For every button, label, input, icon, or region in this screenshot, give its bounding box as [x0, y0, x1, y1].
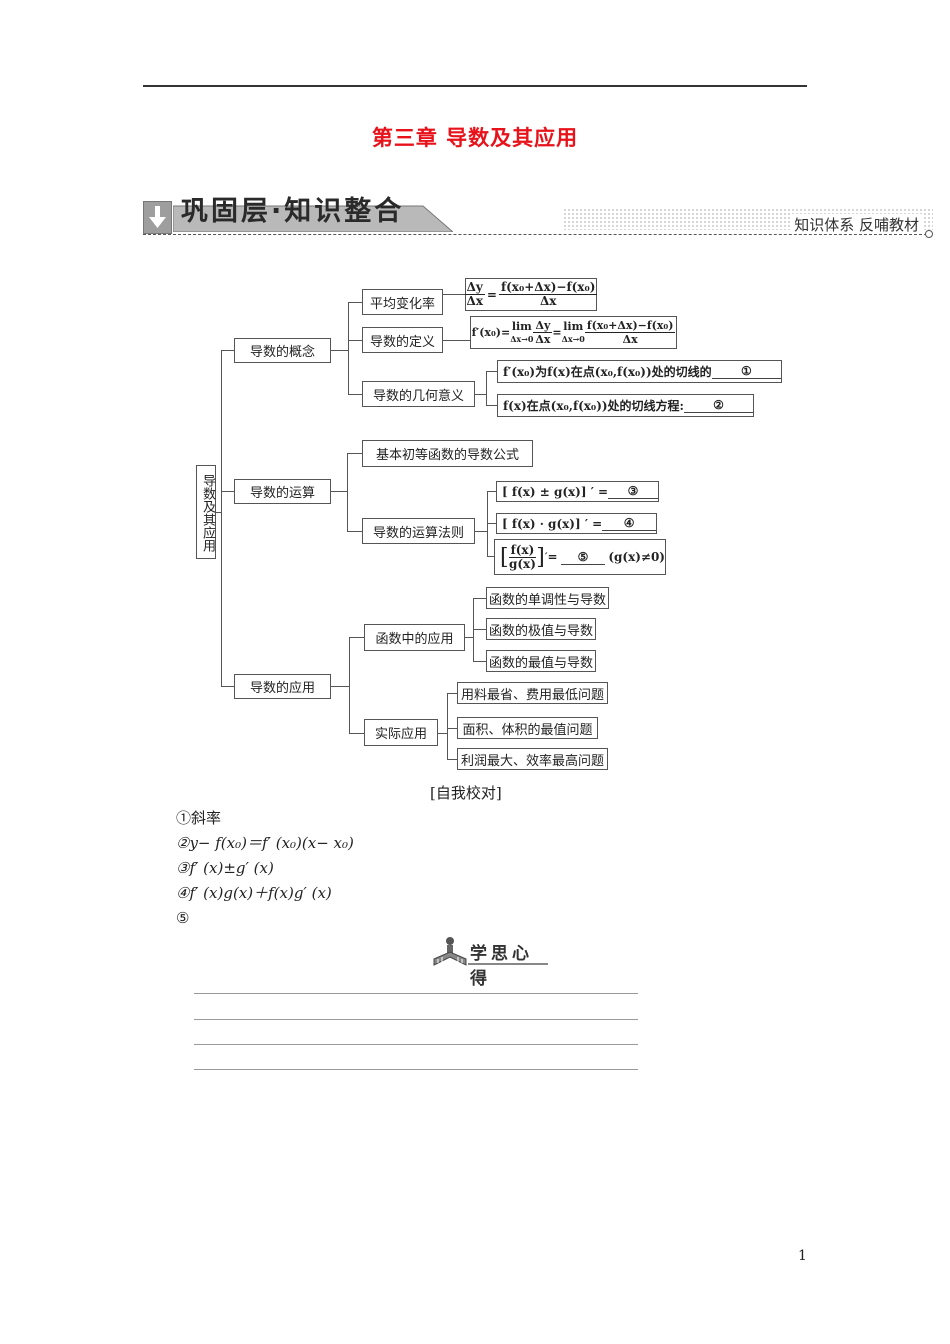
answer-3: ③f′ (x)±g′ (x): [176, 859, 274, 877]
blank-5: ⑤: [560, 550, 606, 565]
reflection-underline: [468, 963, 548, 965]
item-tangent-equation: f(x)在点(x₀,f(x₀))处的切线方程: ②: [497, 394, 754, 417]
blank-2: ②: [683, 398, 753, 413]
banner-subtitle: 知识体系 反哺教材: [790, 214, 923, 235]
down-arrow-icon: [143, 201, 172, 234]
node-average-rate: 平均变化率: [362, 289, 443, 315]
node-derivative-applications: 导数的应用: [234, 674, 331, 699]
writing-line[interactable]: [194, 993, 638, 994]
item-max-min: 函数的最值与导数: [486, 650, 596, 672]
blank-3: ③: [608, 484, 658, 499]
banner-end-circle-icon: [925, 230, 933, 238]
banner-title: 巩固层·知识整合: [181, 196, 405, 227]
answer-2: ②y− f(x₀)＝f′ (x₀)(x− x₀): [176, 834, 354, 852]
item-quotient-rule: [ f(x)g(x) ]′ = ⑤ (g(x)≠0): [494, 539, 666, 575]
answer-1: ①斜率: [176, 809, 222, 827]
answer-4: ④f′ (x)g(x)＋f(x)g′ (x): [176, 884, 332, 902]
writing-line[interactable]: [194, 1044, 638, 1045]
blank-4: ④: [602, 516, 656, 531]
section-banner: 巩固层·知识整合 知识体系 反哺教材: [143, 198, 933, 240]
item-sum-rule: [ f(x) ± g(x)] ′ = ③: [496, 481, 659, 502]
answer-5: ⑤: [176, 909, 190, 927]
node-derivative-definition: 导数的定义: [362, 327, 443, 353]
node-geometric-meaning: 导数的几何意义: [362, 381, 475, 407]
item-extrema: 函数的极值与导数: [486, 618, 596, 640]
node-function-applications: 函数中的应用: [364, 624, 465, 651]
node-basic-formulas: 基本初等函数的导数公式: [362, 440, 533, 467]
reading-person-icon: [433, 937, 467, 966]
item-product-rule: [ f(x) · g(x)] ′ = ④: [496, 513, 657, 534]
item-profit-efficiency: 利润最大、效率最高问题: [457, 748, 608, 770]
banner-dashed-rule: [143, 234, 927, 235]
page-number: 1: [798, 1248, 807, 1264]
node-derivative-concept: 导数的概念: [234, 338, 331, 363]
writing-line[interactable]: [194, 1069, 638, 1070]
chapter-title: 第三章 导数及其应用: [371, 126, 579, 150]
item-material-cost: 用料最省、费用最低问题: [457, 682, 608, 704]
answer-list: ①斜率 ②y− f(x₀)＝f′ (x₀)(x− x₀) ③f′ (x)±g′ …: [176, 806, 354, 931]
self-check-title: [自我校对]: [430, 784, 502, 802]
node-operation-rules: 导数的运算法则: [362, 518, 475, 544]
reflection-title: 学思心得: [470, 944, 533, 989]
node-practical-applications: 实际应用: [364, 719, 438, 746]
reflection-header: 学思心得: [432, 935, 552, 989]
header-rule: [143, 85, 807, 87]
blank-1: ①: [711, 364, 781, 379]
banner-tab-shape: [173, 205, 453, 232]
item-tangent-slope: f′(x₀)为f(x)在点(x₀,f(x₀))处的切线的 ①: [497, 360, 782, 383]
mindmap-root: 导数及其应用: [196, 465, 216, 559]
writing-line[interactable]: [194, 1019, 638, 1020]
item-area-volume: 面积、体积的最值问题: [457, 717, 598, 739]
node-derivative-operations: 导数的运算: [234, 479, 331, 504]
item-monotonicity: 函数的单调性与导数: [486, 587, 609, 609]
